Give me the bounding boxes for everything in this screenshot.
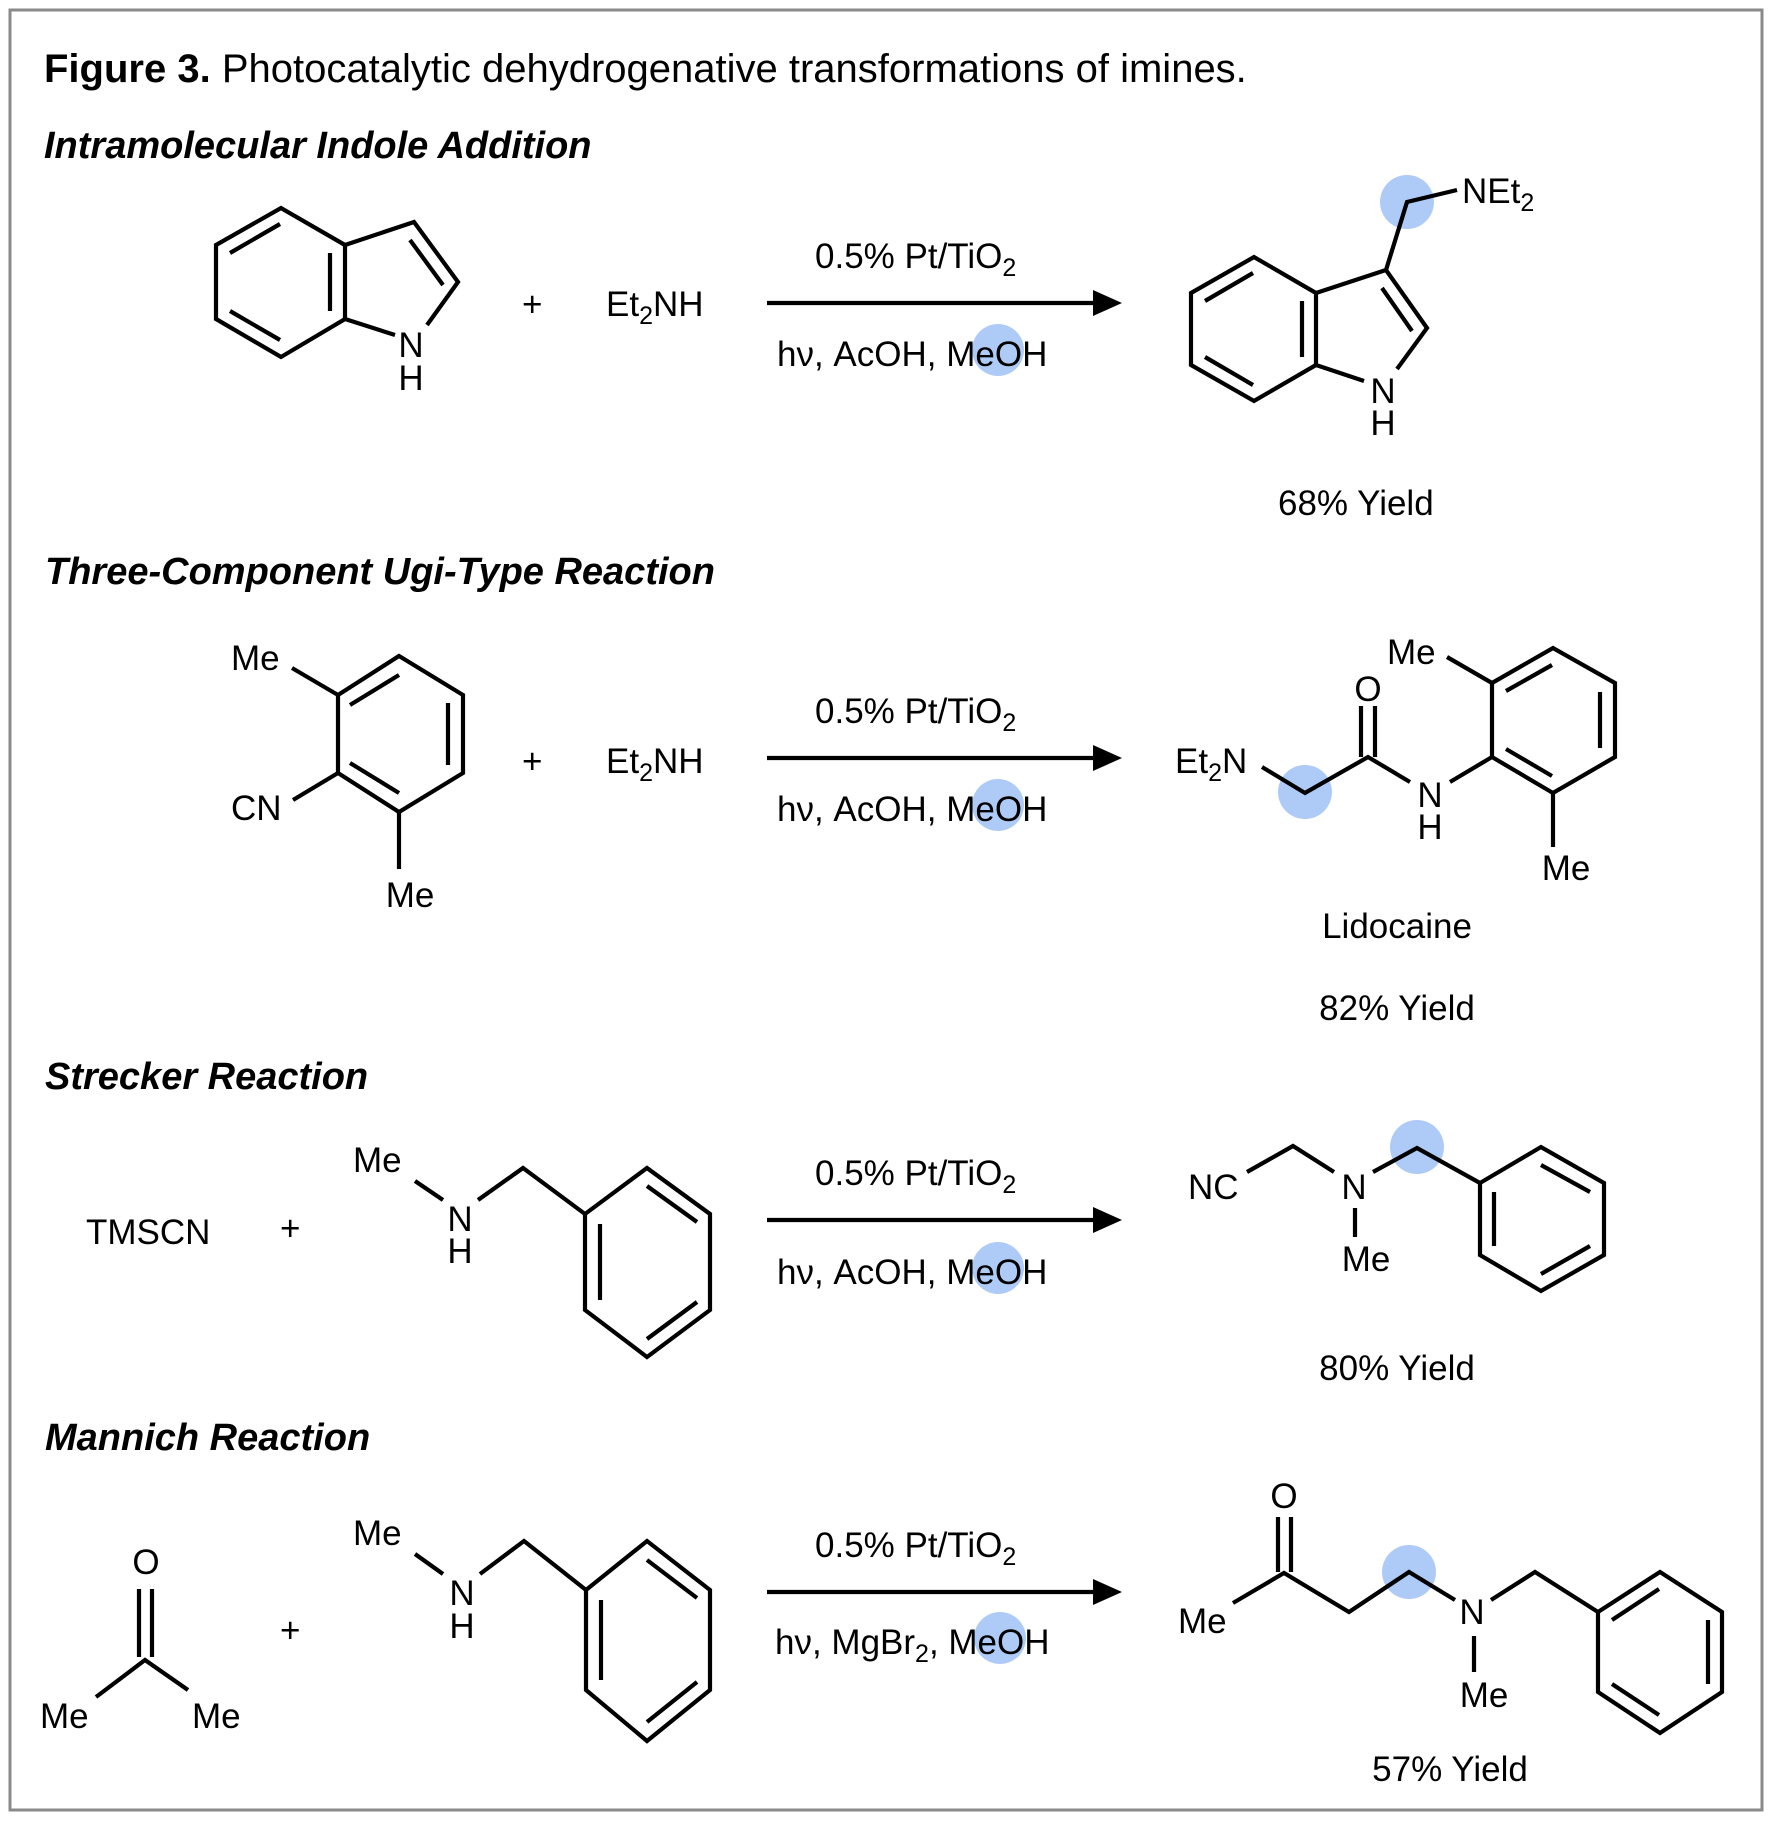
atom-label: CN — [231, 789, 282, 828]
atom-label: NC — [1188, 1168, 1239, 1207]
reagent-tmscn: TMSCN — [86, 1213, 210, 1252]
section-heading: Strecker Reaction — [45, 1056, 368, 1098]
highlight-circle — [972, 1242, 1024, 1294]
atom-label: N — [1341, 1168, 1366, 1207]
atom-label: O — [1270, 1477, 1297, 1516]
atom-label: N — [449, 1574, 474, 1613]
plus-sign: + — [522, 285, 542, 324]
atom-label: Me — [40, 1697, 89, 1736]
molecule-mannich-product: O Me N Me — [1178, 1477, 1725, 1736]
section-heading: Mannich Reaction — [45, 1417, 370, 1459]
yield-label: 82% Yield — [1319, 989, 1475, 1028]
atom-label: H — [449, 1607, 474, 1646]
conditions-below: hν, MgBr2, MeOH — [775, 1623, 1050, 1668]
conditions-above: 0.5% Pt/TiO2 — [815, 237, 1016, 282]
atom-label: H — [1417, 808, 1442, 847]
reagent-et2nh: Et2NH — [606, 285, 704, 330]
atom-label: Me — [1387, 633, 1436, 672]
reaction-arrow — [767, 1207, 1122, 1233]
molecule-lidocaine: Et2N O N H Me Me — [1175, 633, 1618, 888]
reaction-arrow — [767, 1579, 1122, 1605]
molecule-acetone: O Me Me — [40, 1543, 241, 1736]
atom-label: Me — [231, 639, 280, 678]
highlight-circle — [972, 324, 1024, 376]
reaction-ugi-type: Three-Component Ugi-Type Reaction Me CN … — [45, 551, 1618, 1028]
plus-sign: + — [280, 1209, 300, 1248]
conditions-below: hν, AcOH, MeOH — [777, 1253, 1047, 1292]
atom-label: N — [1370, 372, 1395, 411]
molecule-aryl-isocyanide: Me CN Me — [231, 639, 466, 915]
atom-label: Me — [386, 876, 435, 915]
atom-label: Me — [353, 1141, 402, 1180]
molecule-n-methylbenzylamine: Me N H — [353, 1141, 713, 1360]
conditions-below: hν, AcOH, MeOH — [777, 790, 1047, 829]
conditions-above: 0.5% Pt/TiO2 — [815, 1154, 1016, 1199]
figure-caption: Photocatalytic dehydrogenative transform… — [211, 47, 1247, 91]
atom-label: N — [398, 326, 423, 365]
atom-label-net2: NEt2 — [1462, 172, 1534, 217]
atom-label: Me — [1542, 849, 1591, 888]
conditions-above: 0.5% Pt/TiO2 — [815, 1526, 1016, 1571]
reaction-mannich: Mannich Reaction O Me Me + Me N H 0.5% P… — [40, 1417, 1725, 1789]
figure-label: Figure 3. — [44, 47, 211, 91]
yield-label: 68% Yield — [1278, 484, 1434, 523]
yield-label: 57% Yield — [1372, 1750, 1528, 1789]
highlight-circle — [974, 1612, 1026, 1664]
atom-label: H — [398, 359, 423, 398]
molecule-indole: N H — [213, 205, 461, 398]
atom-label: N — [1417, 776, 1442, 815]
figure-border — [8, 8, 1764, 1812]
atom-label: H — [1370, 404, 1395, 443]
atom-label: Me — [1178, 1602, 1227, 1641]
reagent-et2nh: Et2NH — [606, 742, 704, 787]
reaction-arrow — [767, 290, 1122, 316]
atom-label: Me — [1342, 1240, 1391, 1279]
plus-sign: + — [522, 742, 542, 781]
atom-label: Me — [1460, 1676, 1509, 1715]
atom-label: N — [1459, 1593, 1484, 1632]
atom-label: O — [1354, 670, 1381, 709]
reaction-strecker: Strecker Reaction TMSCN + Me N H 0.5% Pt… — [45, 1056, 1607, 1388]
plus-sign: + — [280, 1611, 300, 1650]
product-name: Lidocaine — [1322, 907, 1472, 946]
reaction-indole-addition: Intramolecular Indole Addition N H + Et2… — [44, 125, 1534, 523]
conditions-below: hν, AcOH, MeOH — [777, 335, 1047, 374]
atom-label: N — [447, 1200, 472, 1239]
figure-title: Figure 3. Photocatalytic dehydrogenative… — [44, 47, 1247, 91]
molecule-n-methylbenzylamine: Me N H — [353, 1514, 713, 1744]
atom-label: Me — [192, 1697, 241, 1736]
yield-label: 80% Yield — [1319, 1349, 1475, 1388]
atom-label: O — [132, 1543, 159, 1582]
molecule-product-gramine: N H NEt2 — [1188, 172, 1534, 443]
atom-label: Me — [353, 1514, 402, 1553]
section-heading: Three-Component Ugi-Type Reaction — [45, 551, 715, 593]
section-heading: Intramolecular Indole Addition — [44, 125, 592, 167]
reaction-arrow — [767, 745, 1122, 771]
atom-label: H — [447, 1232, 472, 1271]
highlight-circle — [972, 779, 1024, 831]
conditions-above: 0.5% Pt/TiO2 — [815, 692, 1016, 737]
atom-label-et2n: Et2N — [1175, 742, 1247, 787]
molecule-strecker-product: NC N Me — [1188, 1120, 1607, 1294]
